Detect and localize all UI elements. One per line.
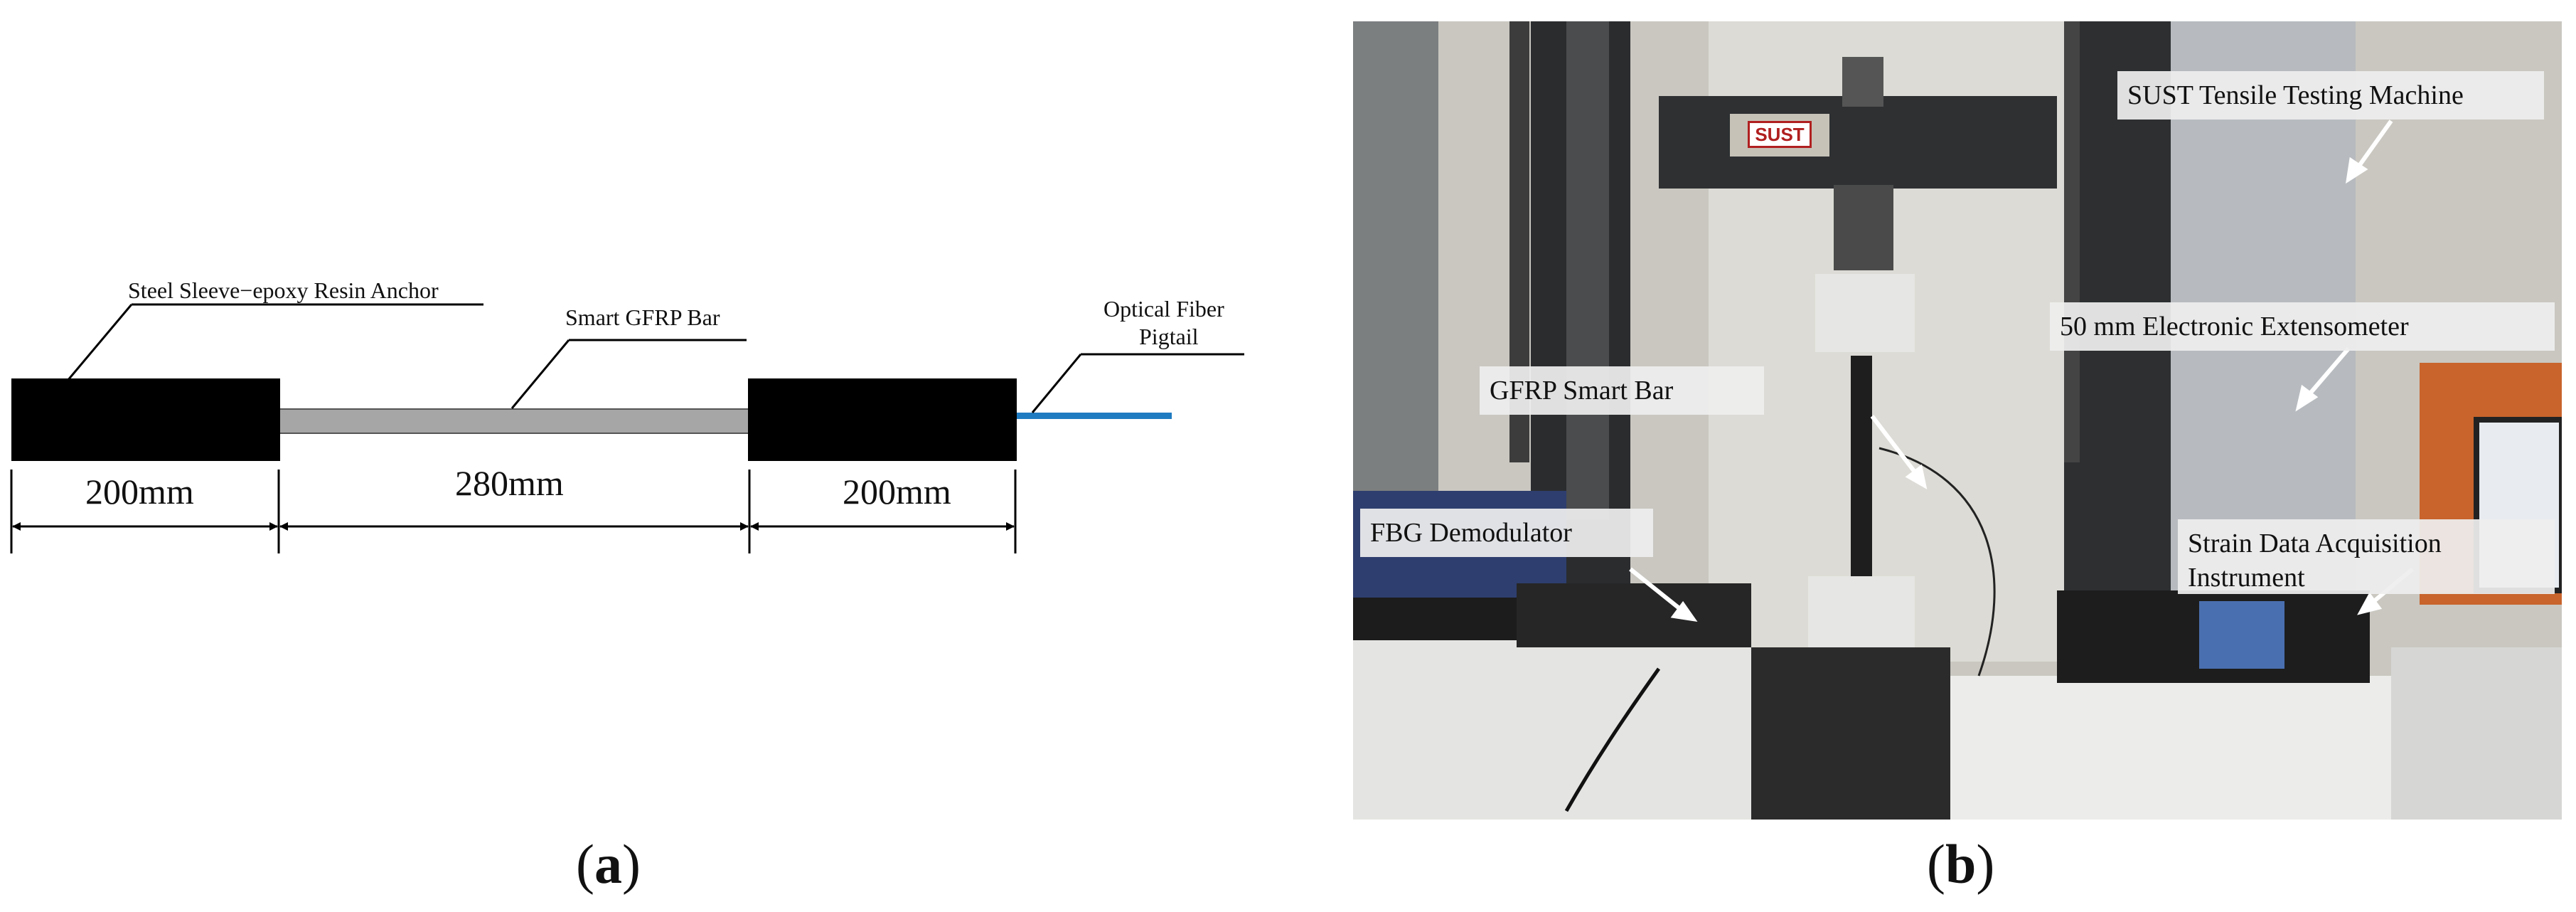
leader-lines — [66, 303, 1244, 413]
callout-demodulator: FBG Demodulator — [1360, 509, 1653, 557]
callout-daq-line1: Strain Data Acquisition — [2188, 529, 2442, 558]
dimension-label-right: 200mm — [843, 472, 951, 511]
dimension-lines — [10, 470, 1017, 553]
dimension-label-middle: 280mm — [455, 463, 564, 503]
caption-a: (a) — [576, 833, 641, 895]
panel-b-photo: SUST SUST Tensile Testing Machine 50 mm … — [1353, 21, 2562, 820]
fiber-label-line1: Optical Fiber — [1103, 296, 1224, 322]
dimension-label-left: 200mm — [85, 472, 194, 511]
callout-smart-bar: GFRP Smart Bar — [1480, 366, 1764, 415]
anchor-label: Steel Sleeve−epoxy Resin Anchor — [128, 277, 439, 303]
optical-fiber-pigtail — [1017, 413, 1172, 419]
lab-scene — [1353, 21, 2562, 820]
callout-extensometer: 50 mm Electronic Extensometer — [2050, 302, 2555, 351]
machine-logo: SUST — [1748, 121, 1812, 148]
callout-daq: Strain Data Acquisition Instrument — [2178, 519, 2555, 594]
bar-label: Smart GFRP Bar — [565, 304, 720, 330]
callout-daq-line2: Instrument — [2188, 563, 2305, 593]
gfrp-bar — [280, 408, 748, 434]
caption-b: (b) — [1927, 833, 1995, 895]
panel-a-diagram: Steel Sleeve−epoxy Resin Anchor Smart GF… — [0, 0, 1266, 912]
fiber-label-line2: Pigtail — [1139, 324, 1199, 349]
left-anchor-block — [11, 378, 280, 461]
right-anchor-block — [748, 378, 1017, 461]
callout-machine: SUST Tensile Testing Machine — [2117, 71, 2544, 120]
